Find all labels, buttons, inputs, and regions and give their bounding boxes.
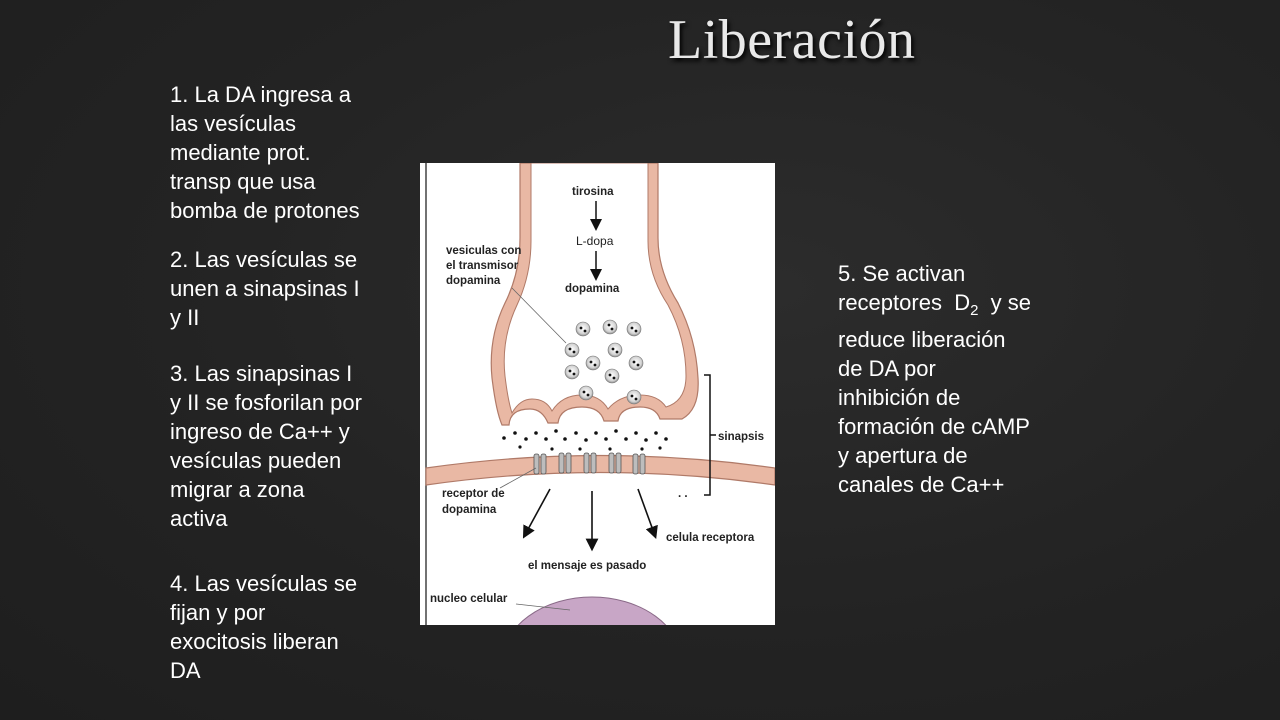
arrow-message-left	[522, 488, 551, 539]
arrow-message-right	[637, 488, 658, 540]
vesicle-group	[564, 319, 644, 405]
step-1-text: 1. La DA ingresa a las vesículas mediant…	[170, 82, 360, 223]
label-tirosina: tirosina	[572, 186, 614, 198]
label-celula-receptora: celula receptora	[666, 532, 755, 544]
pointer-vesiculas	[511, 287, 567, 344]
label-ldopa: L-dopa	[576, 234, 614, 248]
label-nucleo: nucleo celular	[430, 593, 508, 605]
label-dopamina: dopamina	[565, 283, 620, 295]
step-4-text: 4. Las vesículas se fijan y por exocitos…	[170, 571, 358, 683]
label-sinapsis: sinapsis	[718, 431, 764, 443]
cell-nucleus	[517, 596, 667, 625]
label-receptor-2: dopamina	[442, 504, 497, 516]
step-2-text: 2. Las vesículas se unen a sinapsinas I …	[170, 247, 360, 330]
svg-text:. .: . .	[678, 488, 688, 500]
label-vesiculas-3: dopamina	[446, 275, 501, 287]
label-vesiculas-2: el transmisor	[446, 260, 519, 272]
step-3-text: 3. Las sinapsinas I y II se fosforilan p…	[170, 361, 362, 531]
synapse-diagram: tirosina L-dopa dopamina vesiculas con e…	[420, 163, 775, 625]
label-mensaje: el mensaje es pasado	[528, 560, 646, 572]
slide-title: Liberación	[668, 9, 916, 71]
step-5-text: 5. Se activan receptores D2 y se reduce …	[838, 261, 1032, 497]
pointer-nucleo	[515, 603, 571, 611]
pointer-receptor	[499, 467, 537, 489]
synapse-svg: tirosina L-dopa dopamina vesiculas con e…	[425, 163, 775, 625]
dopamine-receptors	[533, 452, 646, 475]
label-receptor-1: receptor de	[442, 488, 505, 500]
label-vesiculas-1: vesiculas con	[446, 245, 521, 257]
postsynaptic-membrane	[425, 454, 775, 486]
released-dopamine	[502, 429, 668, 451]
